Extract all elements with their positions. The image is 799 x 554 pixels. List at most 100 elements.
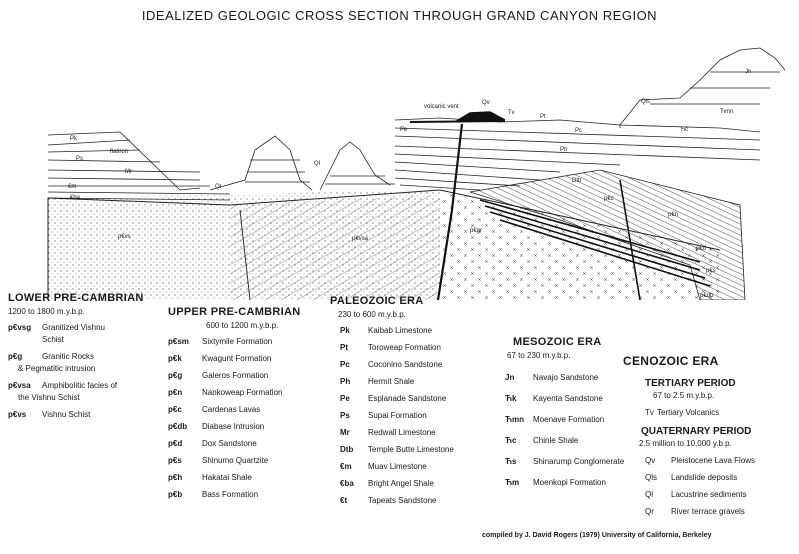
- legend-code: p€vsg: [8, 323, 32, 332]
- label-pes: p€s: [706, 268, 716, 274]
- legend-desc: Shinarump Conglomerate: [533, 457, 625, 466]
- legend-code: Jn: [505, 373, 515, 382]
- paleozoic-layers-left: [47, 131, 231, 201]
- legend-code: Ql: [645, 490, 653, 499]
- legend-heading: LOWER PRE-CAMBRIAN: [8, 292, 144, 304]
- legend-code: p€db: [168, 422, 188, 431]
- label-pevs: p€vs: [118, 234, 131, 240]
- legend-item: p€b Bass Formation: [168, 491, 318, 499]
- legend-heading: PALEOZOIC ERA: [330, 295, 424, 307]
- legend-desc: Cardenas Lavas: [202, 405, 261, 414]
- legend-desc: Pleistocene Lava Flows: [671, 456, 756, 465]
- legend-code: p€c: [168, 405, 182, 414]
- fault-left: [239, 209, 251, 300]
- legend-heading: CENOZOIC ERA: [623, 354, 719, 368]
- legend-code: p€sm: [168, 337, 189, 346]
- legend-item: p€sm Sixtymile Formation: [168, 338, 318, 346]
- legend-item: p€vsa Amphibolitic facies of the Vishnu …: [8, 382, 158, 402]
- legend-desc: River terrace gravels: [671, 507, 745, 516]
- label-tv: Tv: [508, 110, 515, 116]
- legend-desc: Hakatai Shale: [202, 473, 252, 482]
- label-pen: p€n: [668, 212, 678, 218]
- legend-desc: Sixtymile Formation: [202, 337, 273, 346]
- legend-item: p€vsg Granitized Vishnu Schist: [8, 324, 158, 344]
- label-volcanic-vent: volcanic vent: [424, 104, 459, 110]
- legend-range: 67 to 230 m.y.b.p.: [507, 351, 571, 360]
- legend-code: Pk: [340, 326, 350, 335]
- paleozoic-layers-right: [394, 117, 761, 191]
- legend-desc: Moenkopi Formation: [533, 478, 606, 487]
- label-pt: Pt: [540, 114, 546, 120]
- legend-item: Qv Pleistocene Lava Flows: [645, 457, 795, 465]
- legend-range: 1200 to 1800 m.y.b.p.: [8, 307, 85, 316]
- legend-code: Pt: [340, 343, 348, 352]
- legend-code: p€g: [8, 352, 23, 361]
- legend-range: 2.5 million to 10,000 y.b.p.: [639, 439, 732, 448]
- legend-item: Ћc Chinle Shale: [505, 437, 635, 445]
- label-jn: Jn: [745, 69, 751, 75]
- legend-range: 600 to 1200 m.y.b.p.: [206, 321, 279, 330]
- schist-foliation: [230, 195, 440, 300]
- label-pevsa: p€vsa: [352, 236, 369, 242]
- label-qv: Qv: [482, 100, 490, 106]
- legend-desc: Chinle Shale: [533, 436, 579, 445]
- diagram-title: IDEALIZED GEOLOGIC CROSS SECTION THROUGH…: [141, 8, 658, 23]
- label-ph: Ph: [560, 147, 567, 153]
- legend-code: €t: [340, 496, 348, 505]
- legend-lower-precambrian: LOWER PRE-CAMBRIAN 1200 to 1800 m.y.b.p.…: [8, 293, 158, 428]
- label-flatiron: flatiron: [110, 149, 128, 155]
- legend-desc: Coconino Sandstone: [368, 360, 443, 369]
- legend-subheading: QUATERNARY PERIOD: [641, 426, 752, 437]
- legend-code: €ba: [340, 479, 354, 488]
- supergroup-beds: [479, 199, 711, 287]
- legend-code: p€b: [168, 490, 183, 499]
- legend-desc: Lacustrine sediments: [671, 490, 747, 499]
- label-pk: Pk: [70, 136, 78, 142]
- legend-heading: MESOZOIC ERA: [513, 336, 602, 348]
- legend-code: Ph: [340, 377, 351, 386]
- legend-item: p€c Cardenas Lavas: [168, 406, 318, 414]
- label-em: €m: [68, 184, 76, 190]
- legend-code: Tv: [645, 408, 654, 417]
- legend-subheading: TERTIARY PERIOD: [645, 378, 736, 389]
- legend-code: Ћc: [505, 436, 517, 445]
- legend-code: p€vs: [8, 410, 27, 419]
- fault-main: [436, 123, 464, 300]
- label-dtb: Dtb: [572, 178, 582, 184]
- legend-desc: Granitized Vishnu: [42, 323, 105, 332]
- legend-desc-line2: & Pegmatitic intrusion: [18, 364, 96, 373]
- label-pe: Pe: [400, 127, 408, 133]
- legend-desc: Supai Formation: [368, 411, 427, 420]
- label-pec: p€c: [604, 196, 614, 202]
- label-ps: Ps: [76, 156, 83, 162]
- legend-desc: Kwagunt Formation: [202, 354, 272, 363]
- legend-cenozoic: CENOZOIC ERA TERTIARY PERIOD 67 to 2.5 m…: [623, 355, 795, 525]
- legend-code: Ћs: [505, 457, 517, 466]
- legend-desc: Moenave Formation: [533, 415, 605, 424]
- legend-code: Dtb: [340, 445, 354, 454]
- legend-item: p€g Granitic Rocks & Pegmatitic intrusio…: [8, 353, 158, 373]
- legend-item: Jn Navajo Sandstone: [505, 374, 635, 382]
- label-qr: Qr: [215, 184, 222, 190]
- legend-desc: Navajo Sandstone: [533, 373, 599, 382]
- legend-desc: Kaibab Limestone: [368, 326, 433, 335]
- legend-desc: Bass Formation: [202, 490, 259, 499]
- legend-desc-line2: Schist: [42, 335, 64, 344]
- legend-item: Ћs Shinarump Conglomerate: [505, 458, 635, 466]
- label-tkmn: Ћmn: [720, 109, 733, 115]
- legend-code: Qv: [645, 456, 656, 465]
- legend-desc: Nankoweap Formation: [202, 388, 283, 397]
- credit-line: compiled by J. David Rogers (1979) Unive…: [482, 532, 712, 539]
- cross-section-diagram: flatiron volcanic vent Qv Tv Qls Ql Jn Ћ…: [47, 47, 786, 300]
